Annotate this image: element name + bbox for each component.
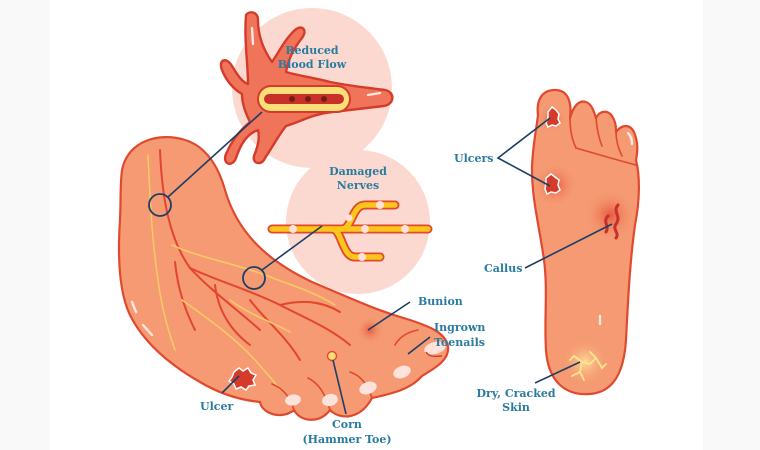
foot-nerve <box>229 299 291 333</box>
blood-cell <box>273 96 279 102</box>
nerve-zoom-ring <box>242 266 266 290</box>
myelin-damage <box>376 201 384 209</box>
ingrown-nail-edge <box>425 351 443 358</box>
skin-highlight <box>130 300 138 314</box>
bunion-redness <box>356 316 384 344</box>
skin-crack <box>579 371 585 381</box>
bunion-leader-line <box>367 301 411 331</box>
ulcers-label: Ulcers <box>454 152 493 165</box>
corn-leader-line <box>332 359 347 415</box>
skin-crack <box>569 354 583 363</box>
corn-label-line2: (Hammer Toe) <box>302 433 391 446</box>
skin-highlight <box>141 323 154 337</box>
foot-vein <box>214 284 251 346</box>
myelin-damage <box>345 214 353 222</box>
toenail <box>393 365 411 379</box>
toe-crease <box>394 329 419 346</box>
diabetic-foot-illustration: Reduced Blood Flow Damaged Nerves Bunion… <box>117 8 640 446</box>
reduced-blood-flow-label-line1: Reduced <box>285 44 339 57</box>
nerve-fiber-icon <box>267 200 433 262</box>
ball-ulcer-wound <box>544 173 561 196</box>
vessel-highlight <box>250 26 255 46</box>
toe-ulcer-wound <box>545 105 561 129</box>
foot-vein <box>174 261 196 331</box>
skin-crack <box>595 357 607 370</box>
callus-leader-line <box>524 223 613 269</box>
nerve-highlight-circle <box>286 150 430 294</box>
dry-skin-label-line1: Dry, Cracked <box>476 387 555 400</box>
blood-cell <box>305 96 311 102</box>
myelin-damage <box>289 225 297 233</box>
toenail <box>359 381 377 395</box>
ulcers-leader-lines <box>496 117 551 187</box>
ingrown-leader-line <box>407 336 431 355</box>
vessel-highlight <box>366 91 382 97</box>
toenail <box>322 393 338 407</box>
toe-crease <box>349 371 373 399</box>
myelin-damage <box>361 225 369 233</box>
sole-view-foot <box>530 88 640 396</box>
callus-redness <box>584 189 636 241</box>
dry-skin-leader-line <box>534 361 581 384</box>
blood-cell <box>289 96 295 102</box>
foot-nerve <box>181 299 281 391</box>
blood-flow-zoom-ring <box>148 193 172 217</box>
myelin-damage <box>358 253 366 261</box>
toe-crease <box>615 131 623 157</box>
diagram-canvas: Reduced Blood Flow Damaged Nerves Bunion… <box>50 0 703 450</box>
foot-nerve <box>147 154 176 351</box>
blood-cell <box>321 96 327 102</box>
toe-crease <box>595 117 603 147</box>
nerve-leader-line <box>261 225 323 271</box>
foot-vein <box>249 299 301 361</box>
callus-label: Callus <box>484 262 522 275</box>
foot-vein <box>279 300 341 313</box>
ulcer-leader-line <box>221 375 240 394</box>
corn-label-line1: Corn <box>332 418 362 431</box>
damaged-nerves-label-line1: Damaged <box>329 165 387 178</box>
callus-mark <box>604 214 610 234</box>
corn-spot <box>326 350 338 362</box>
callus-mark <box>613 203 620 240</box>
myelin-damage <box>401 225 409 233</box>
blood-vessel-plaque-icon <box>219 11 394 165</box>
toe-crease <box>569 117 577 149</box>
toenail <box>285 394 301 406</box>
big-toenail <box>424 341 446 355</box>
ulcer-label: Ulcer <box>200 400 233 413</box>
side-view-foot <box>117 136 450 421</box>
damaged-nerves-label-line2: Nerves <box>337 179 379 192</box>
toe-crease <box>307 377 331 411</box>
blood-flow-leader-line <box>167 111 263 198</box>
dry-skin-label-line2: Skin <box>502 401 530 414</box>
skin-crack <box>571 351 598 377</box>
ingrown-label-line1: Ingrown <box>434 321 485 334</box>
ingrown-label-line2: Toenails <box>434 336 485 349</box>
toe-crease <box>271 383 295 411</box>
side-foot-outline <box>117 136 450 421</box>
toe-crease <box>575 147 637 166</box>
reduced-blood-flow-label-line2: Blood Flow <box>278 58 347 71</box>
bunion-label: Bunion <box>418 295 463 308</box>
skin-highlight <box>626 131 634 146</box>
